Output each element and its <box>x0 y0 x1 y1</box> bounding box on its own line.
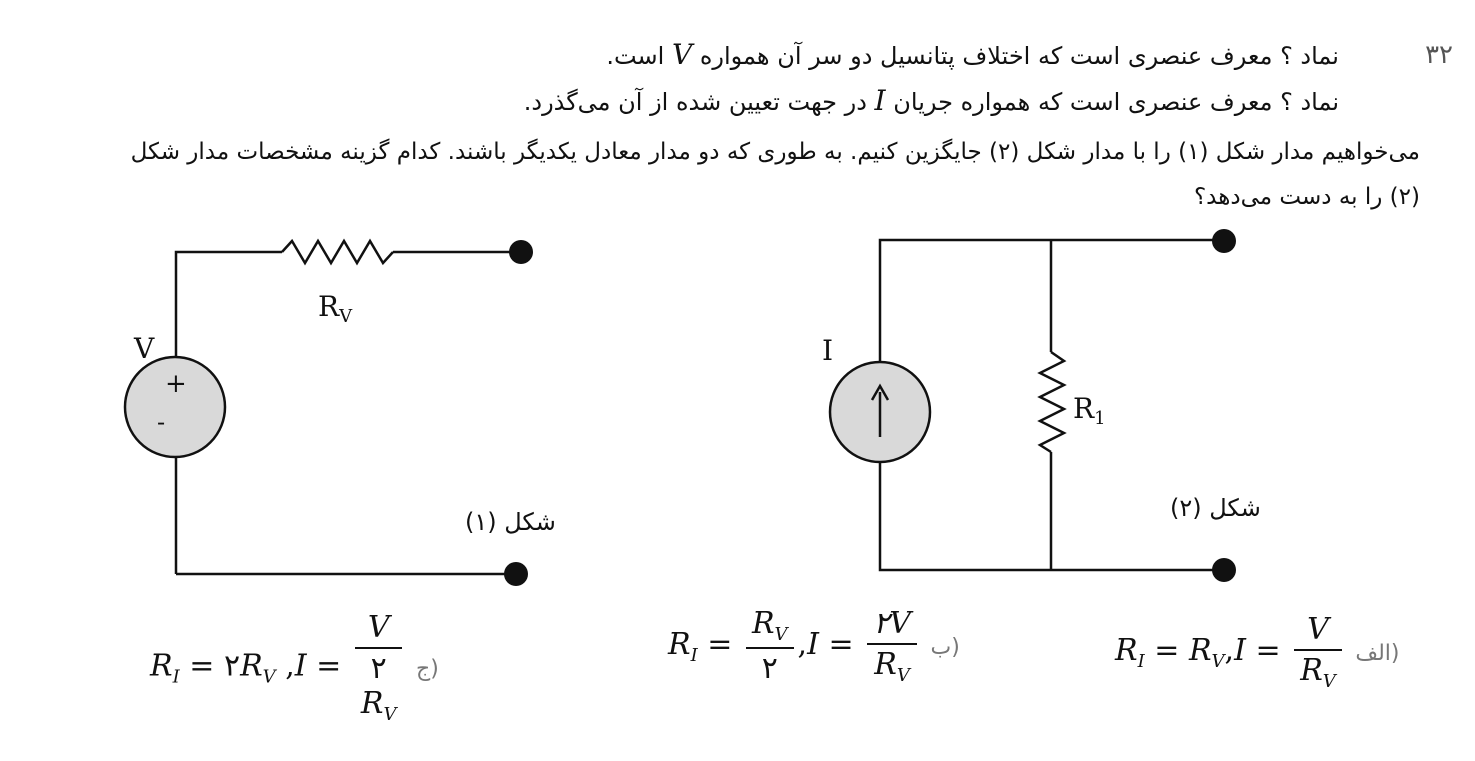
figure-2-circuit <box>828 238 1222 572</box>
line1-var: V <box>671 38 693 71</box>
fig1-source-label: V <box>133 332 155 365</box>
fig1-voltage-source <box>123 355 227 459</box>
option-b-fraction-2: ۲V RV <box>867 606 917 686</box>
fig1-resistor <box>281 238 394 266</box>
question-line-1: نماد ؟ معرف عنصری است که اختلاف پتانسیل … <box>606 38 1339 71</box>
figure-1-circuit <box>123 238 520 576</box>
option-b-fraction-1: RV ۲ <box>745 606 794 686</box>
line2-var: I <box>874 84 886 117</box>
option-a-label: الف) <box>1355 641 1400 666</box>
question-line-2: نماد ؟ معرف عنصری است که همواره جریان I … <box>524 84 1339 117</box>
line2-end: در جهت تعیین شده از آن می‌گذرد. <box>523 88 867 116</box>
fig2-arrow-head <box>870 383 890 401</box>
fig1-plus: + <box>165 369 187 399</box>
option-a-fraction: V RV <box>1294 612 1342 692</box>
option-c-label: ج) <box>416 656 439 682</box>
fig2-resistor <box>1037 350 1067 454</box>
line1-start: نماد ؟ معرف عنصری است که اختلاف پتانسیل … <box>699 42 1339 70</box>
fig2-terminal-bottom <box>1212 558 1236 582</box>
option-b[interactable]: RI = RV ۲ ,I = ۲V RV ب) <box>668 606 960 686</box>
fig1-minus: - <box>157 408 165 436</box>
question-line-4: (۲) را به دست می‌دهد؟ <box>1193 184 1420 210</box>
fig2-terminal-top <box>1212 229 1236 253</box>
fig1-top-wire <box>174 250 282 357</box>
fig2-resistor-label: R1 <box>1073 392 1106 429</box>
question-line-3: می‌خواهیم مدار شکل (۱) را با مدار شکل (۲… <box>130 139 1420 165</box>
fig1-terminal-top <box>509 240 533 264</box>
line2-start: نماد ؟ معرف عنصری است که همواره جریان <box>893 88 1339 116</box>
figure-2-caption: شکل (۲) <box>1170 494 1261 522</box>
fig2-bottom-wire <box>878 462 1222 572</box>
option-a[interactable]: RI = RV,I = V RV الف) <box>1115 612 1400 692</box>
figure-1-caption: شکل (۱) <box>465 508 556 536</box>
fig2-source-label: I <box>822 334 833 367</box>
fig1-resistor-label: RV <box>318 290 353 327</box>
option-b-label: ب) <box>930 635 960 660</box>
fig2-top-wire <box>878 238 1222 362</box>
fig1-terminal-bottom <box>504 562 528 586</box>
question-number: ۳۲ <box>1425 40 1453 70</box>
line1-end: است. <box>606 42 665 70</box>
